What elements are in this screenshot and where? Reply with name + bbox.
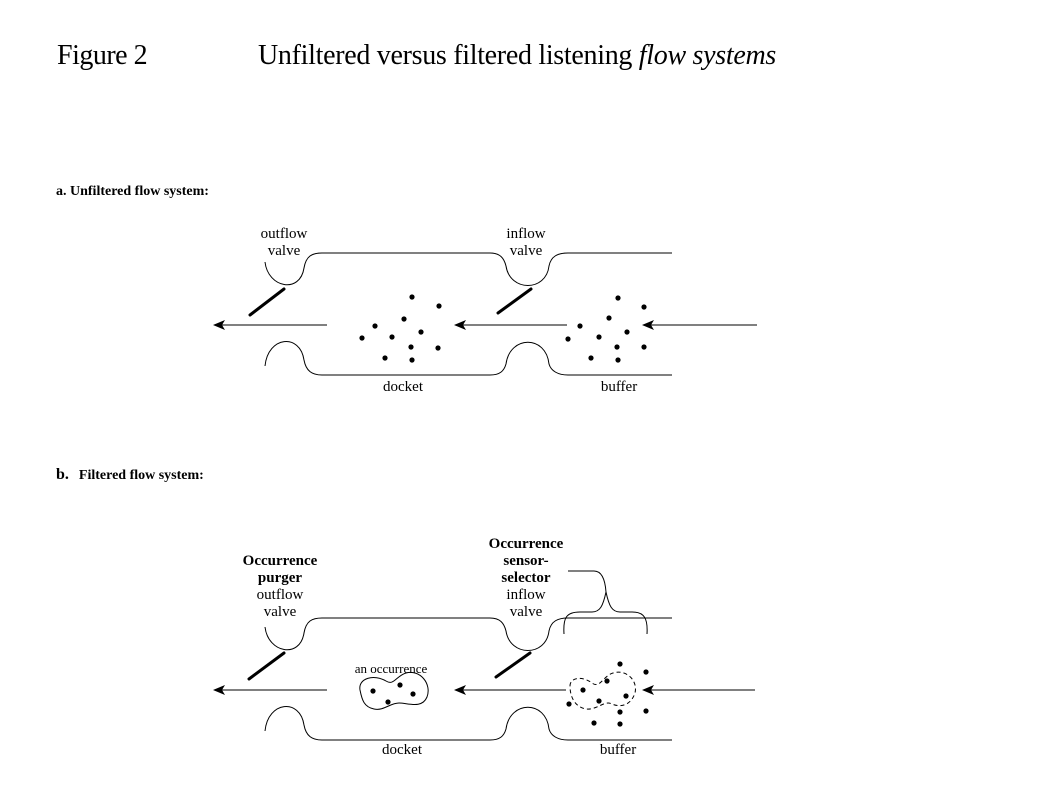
- a-outflow-valve-flap: [248, 287, 286, 317]
- b-purger-line2: purger: [257, 570, 303, 586]
- b-outflow-valve-label: Occurrence purger outflow valve: [225, 553, 335, 621]
- a-outflow-line2: valve: [267, 243, 301, 259]
- a-outflow-line1: outflow: [260, 226, 308, 242]
- b-inflow-valve-flap: [494, 651, 532, 679]
- a-inflow-line1: inflow: [506, 226, 546, 242]
- b-outflow-line1: outflow: [256, 587, 304, 603]
- a-outflow-valve-label: outflow valve: [245, 226, 323, 260]
- a-inflow-valve-flap: [496, 287, 533, 315]
- b-bottom-rail: [264, 706, 672, 741]
- b-docket-label: docket: [382, 742, 422, 758]
- b-inflow-line2: valve: [509, 604, 543, 620]
- b-outflow-line2: valve: [263, 604, 297, 620]
- b-inflow-line1: inflow: [506, 587, 546, 603]
- section-b-text: Filtered flow system:: [78, 468, 204, 483]
- a-inflow-line2: valve: [509, 243, 543, 259]
- a-top-rail: [264, 252, 672, 286]
- b-buffer-dots: [566, 661, 649, 727]
- a-docket-label: docket: [383, 379, 423, 395]
- b-sensor-line1: Occurrence: [488, 536, 564, 552]
- b-purger-line1: Occurrence: [242, 553, 318, 569]
- section-a-diagram: [264, 252, 672, 376]
- figure-title-italic: flow systems: [638, 40, 776, 71]
- a-inflow-valve-label: inflow valve: [487, 226, 565, 260]
- section-a-valves: [248, 287, 533, 317]
- b-occurrence-dots: [370, 682, 416, 705]
- section-b-valves: [247, 651, 532, 681]
- section-a-heading: a. Unfiltered flow system:: [56, 184, 209, 199]
- section-b-diagram: [264, 570, 672, 741]
- a-buffer-label: buffer: [600, 379, 638, 395]
- b-outflow-valve-flap: [247, 651, 286, 681]
- section-b-heading: b. Filtered flow system:: [56, 466, 204, 484]
- figure-title: Unfiltered versus filtered listening flo…: [258, 40, 776, 72]
- b-buffer-label: buffer: [599, 742, 637, 758]
- b-sensor-line3: selector: [501, 570, 551, 586]
- b-buffer-dashed-blob: [569, 671, 636, 710]
- b-brace-leader: [568, 570, 607, 593]
- section-b-letter: b.: [56, 466, 69, 483]
- a-bottom-rail: [264, 341, 672, 376]
- b-buffer-brace: [563, 591, 648, 635]
- a-docket-dots: [359, 294, 442, 363]
- figure-title-regular: Unfiltered versus filtered listening: [258, 40, 639, 71]
- b-top-rail: [264, 617, 672, 651]
- b-occurrence-blob: [359, 671, 429, 710]
- b-inflow-valve-label: Occurrence sensor- selector inflow valve: [471, 536, 581, 621]
- b-sensor-line2: sensor-: [503, 553, 549, 569]
- a-buffer-dots: [565, 295, 647, 363]
- figure-label: Figure 2: [57, 40, 148, 71]
